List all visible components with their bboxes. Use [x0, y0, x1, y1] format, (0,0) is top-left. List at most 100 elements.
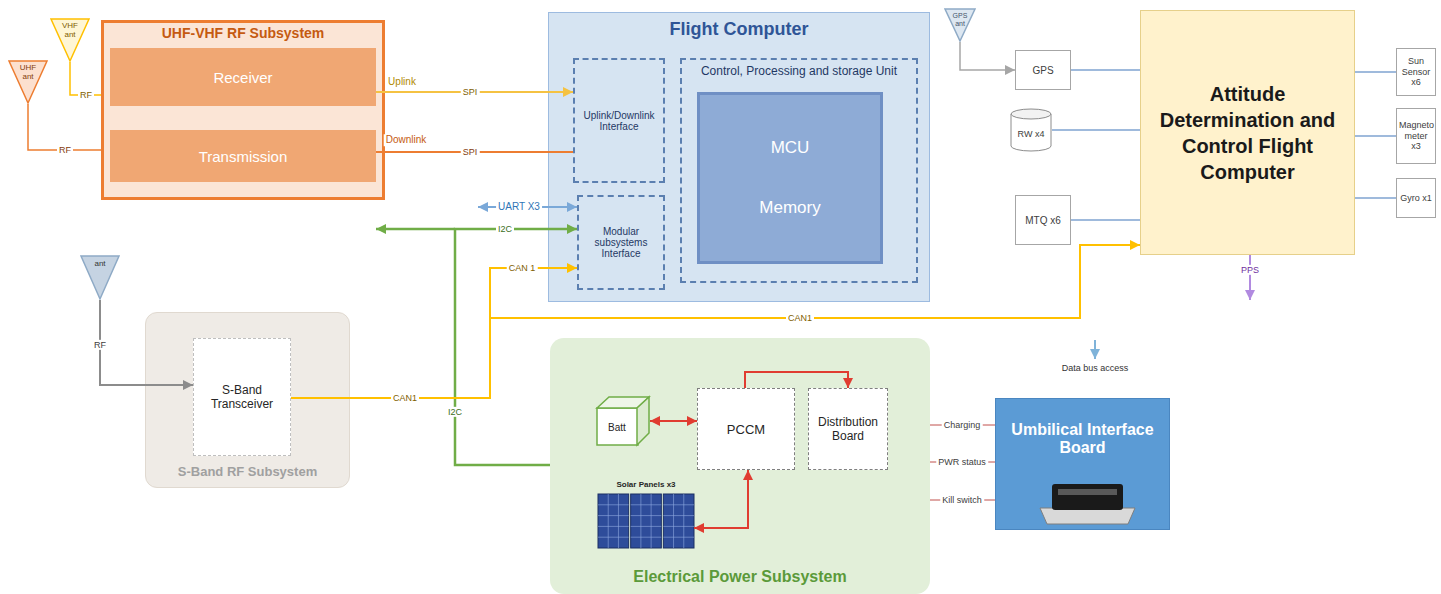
connector: [1355, 197, 1396, 199]
node-label: S-Band Transceiver: [198, 383, 286, 411]
connector: [1355, 71, 1396, 73]
bus-label-holder: Charging: [942, 420, 983, 430]
bus-label-holder: PWR status: [936, 457, 988, 467]
wheel-symbol: RW x4: [1010, 108, 1052, 152]
bus-label-holder: SPI: [461, 147, 480, 157]
module-box: PCCM: [697, 388, 795, 470]
bus-label: Kill switch: [940, 495, 984, 505]
solar-grid: [608, 494, 609, 548]
node-label: Receiver: [213, 69, 272, 86]
antenna-outline: [9, 61, 47, 103]
solar-grid: [631, 504, 662, 505]
bus-label: CAN1: [786, 313, 814, 323]
interface-box: Uplink/Downlink Interface: [573, 58, 665, 183]
solar-grid: [663, 526, 694, 527]
node-label: Distribution Board: [813, 415, 883, 443]
node-label: ant: [94, 260, 105, 269]
bus-label-holder: CAN 1: [507, 263, 538, 273]
bus-label-holder: RF: [78, 90, 94, 100]
node-label: RW x4: [1018, 130, 1045, 140]
node-label: Attitude Determination and Control Fligh…: [1149, 81, 1346, 185]
computer-box: Attitude Determination and Control Fligh…: [1140, 10, 1355, 255]
unit-box: Control, Processing and storage UnitMCUM…: [680, 58, 918, 283]
connector: [960, 42, 1015, 70]
antenna-symbol: VHF ant: [50, 18, 90, 62]
antenna-symbol: GPS ant: [944, 8, 976, 42]
node-label: Solar Panels x3: [616, 480, 675, 490]
solar-grid: [598, 537, 629, 538]
connector: [1071, 219, 1140, 221]
sensor-box: Gyro x1: [1396, 178, 1436, 218]
antenna-outline: [81, 256, 119, 299]
node-label: GPS ant: [950, 12, 970, 27]
battery-symbol: Batt: [596, 396, 650, 446]
solar-grid: [631, 515, 662, 516]
subsystem-box: UHF-VHF RF SubsystemReceiverTransmission: [101, 20, 385, 200]
node-label: UHF ant: [16, 64, 40, 82]
solar-panel-symbol-outline: [598, 480, 694, 548]
node-label: Batt: [608, 422, 626, 433]
bus-label: RF: [92, 340, 108, 350]
bus-label: SPI: [461, 87, 480, 97]
connector: [650, 420, 697, 422]
node-label: UHF-VHF RF Subsystem: [162, 25, 325, 41]
node-label: Magneto meter x3: [1399, 120, 1433, 151]
bus-label-holder: Kill switch: [940, 495, 984, 505]
connector: [1071, 69, 1140, 71]
solar-grid: [663, 537, 694, 538]
connector-pins: [1058, 489, 1117, 495]
node-label: Transmission: [199, 148, 288, 165]
solar-grid: [663, 515, 694, 516]
bus-label: I2C: [496, 224, 514, 234]
sensor-box: Magneto meter x3: [1396, 108, 1436, 164]
solar-grid: [663, 504, 694, 505]
solar-grid: [598, 515, 629, 516]
solar-panel: [598, 494, 629, 548]
antenna-outline: [945, 9, 975, 41]
node-label: MTQ x6: [1025, 215, 1061, 226]
node-label: MCU: [771, 138, 810, 158]
solar-panel: [663, 494, 694, 548]
process-band: Transmission: [110, 130, 376, 182]
node-label: Flight Computer: [670, 19, 809, 40]
cylinder-top: [1011, 109, 1051, 119]
i2c-bus-stub: [376, 228, 455, 231]
node-label: Control, Processing and storage Unit: [701, 64, 897, 78]
component-box: GPS: [1015, 50, 1071, 90]
connector: [291, 245, 1140, 398]
signal-label: PPS: [1239, 265, 1261, 275]
signal-label-holder: PPS: [1239, 265, 1261, 275]
component-box: MTQ x6: [1015, 195, 1071, 245]
signal-label: CAN1: [391, 393, 419, 403]
bus-label-holder: RF: [57, 145, 73, 155]
signal-label-holder: Uplink: [386, 76, 418, 88]
bus-label: RF: [78, 90, 94, 100]
connector-plate: [1040, 508, 1135, 524]
cylinder-body: [1011, 114, 1051, 151]
mcu-box: MCU Memory: [697, 92, 883, 264]
solar-panel: [631, 494, 662, 548]
signal-label: Downlink: [384, 134, 429, 146]
signal-label: UART X3: [496, 201, 542, 213]
bus-label: Charging: [942, 420, 983, 430]
connector: [28, 104, 101, 150]
battery-symbol-outline: [596, 396, 650, 446]
connector-illustration: [1040, 484, 1135, 524]
node-sublabel: Memory: [759, 198, 820, 218]
solar-grid: [673, 494, 674, 548]
signal-label-holder: Data bus access: [1060, 363, 1131, 373]
solar-grid: [640, 494, 641, 548]
connector-body: [1052, 484, 1123, 510]
transceiver-box: S-Band Transceiver: [193, 338, 291, 456]
signal-label-holder: I2C: [446, 407, 464, 417]
node-label: Uplink/Downlink Interface: [579, 110, 659, 132]
cube-side: [637, 397, 649, 445]
node-label: Umbilical Interface Board: [1004, 421, 1161, 457]
solar-grid: [598, 504, 629, 505]
bus-label: PWR status: [936, 457, 988, 467]
bus-label-holder: SPI: [461, 87, 480, 97]
signal-label: I2C: [446, 407, 464, 417]
solar-grid: [631, 526, 662, 527]
signal-label: Uplink: [386, 76, 418, 88]
subsystem-box: S-Band RF SubsystemS-Band Transceiver: [145, 312, 350, 488]
